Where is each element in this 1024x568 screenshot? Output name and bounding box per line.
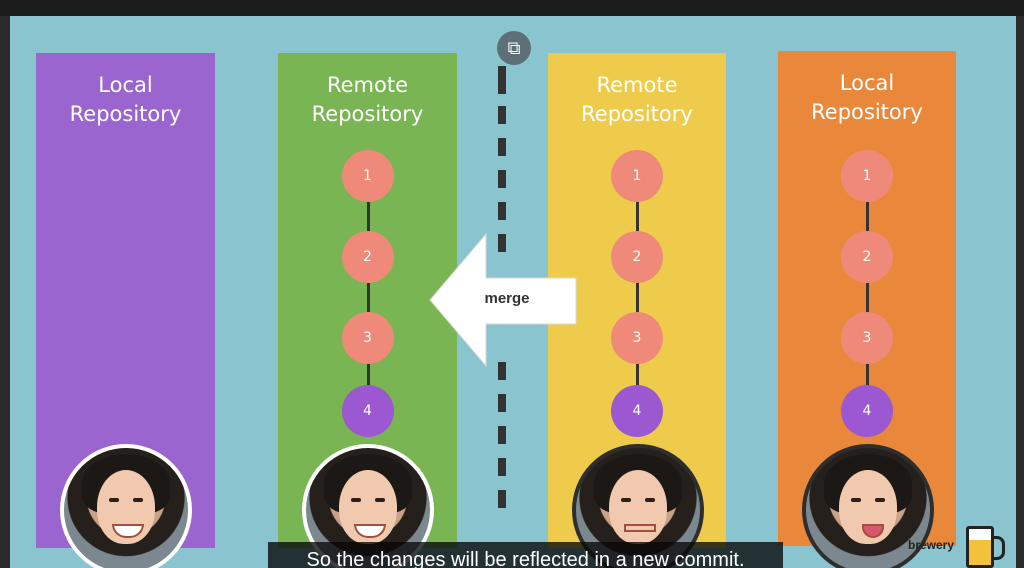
top-bar (0, 0, 1024, 16)
divider-dash (498, 202, 506, 220)
commit-node: 3 (611, 312, 663, 364)
commit-node: 2 (841, 231, 893, 283)
commit-node: 2 (341, 231, 394, 283)
commit-chain (866, 199, 869, 415)
right-bar (1016, 16, 1024, 568)
column-title-line2: Repository (311, 102, 424, 126)
column-title: Local Repository (36, 71, 215, 129)
column-title-line1: Local (839, 71, 895, 95)
commit-node: 2 (611, 231, 663, 283)
avatar (802, 444, 934, 568)
column-title-line2: Repository (69, 102, 182, 126)
column-title-line2: Repository (581, 102, 693, 126)
commit-node-latest: 4 (611, 385, 663, 437)
divider-dash (498, 362, 506, 380)
divider-dash (498, 170, 506, 188)
divider-dash (498, 394, 506, 412)
commit-node: 1 (341, 150, 394, 202)
commit-node: 3 (841, 312, 893, 364)
commit-node: 1 (841, 150, 893, 202)
beer-mug-icon (966, 526, 994, 568)
commit-chain (636, 199, 639, 415)
commit-node: 1 (611, 150, 663, 202)
commit-chain (366, 199, 370, 415)
merge-label: merge (484, 290, 530, 307)
commit-node-latest: 4 (841, 385, 893, 437)
merge-arrow (429, 232, 577, 368)
avatar (60, 444, 192, 568)
divider-dash (498, 458, 506, 476)
subtitle-caption: So the changes will be reflected in a ne… (268, 542, 783, 568)
column-title-line2: Repository (811, 100, 923, 124)
column-title: Local Repository (778, 69, 956, 127)
popout-icon[interactable]: ⧉ (497, 31, 531, 65)
video-frame[interactable]: Local Repository Remote Repository 1 2 3… (10, 16, 1016, 568)
column-title: Remote Repository (548, 71, 726, 129)
column-title-line1: Remote (326, 73, 409, 97)
divider-dash (498, 106, 506, 124)
left-bar (0, 16, 10, 568)
divider-dash (498, 66, 506, 94)
divider-dash (498, 426, 506, 444)
divider-dash (498, 234, 506, 252)
beer-mug-handle (992, 536, 1005, 560)
commit-node-latest: 4 (341, 385, 394, 437)
commit-node: 3 (341, 312, 394, 364)
column-title-line1: Local (98, 73, 153, 97)
column-title-line1: Remote (596, 73, 678, 97)
divider-dash (498, 138, 506, 156)
column-title: Remote Repository (278, 71, 457, 129)
brand-text: brewery (908, 538, 955, 552)
divider-dash (498, 490, 506, 508)
